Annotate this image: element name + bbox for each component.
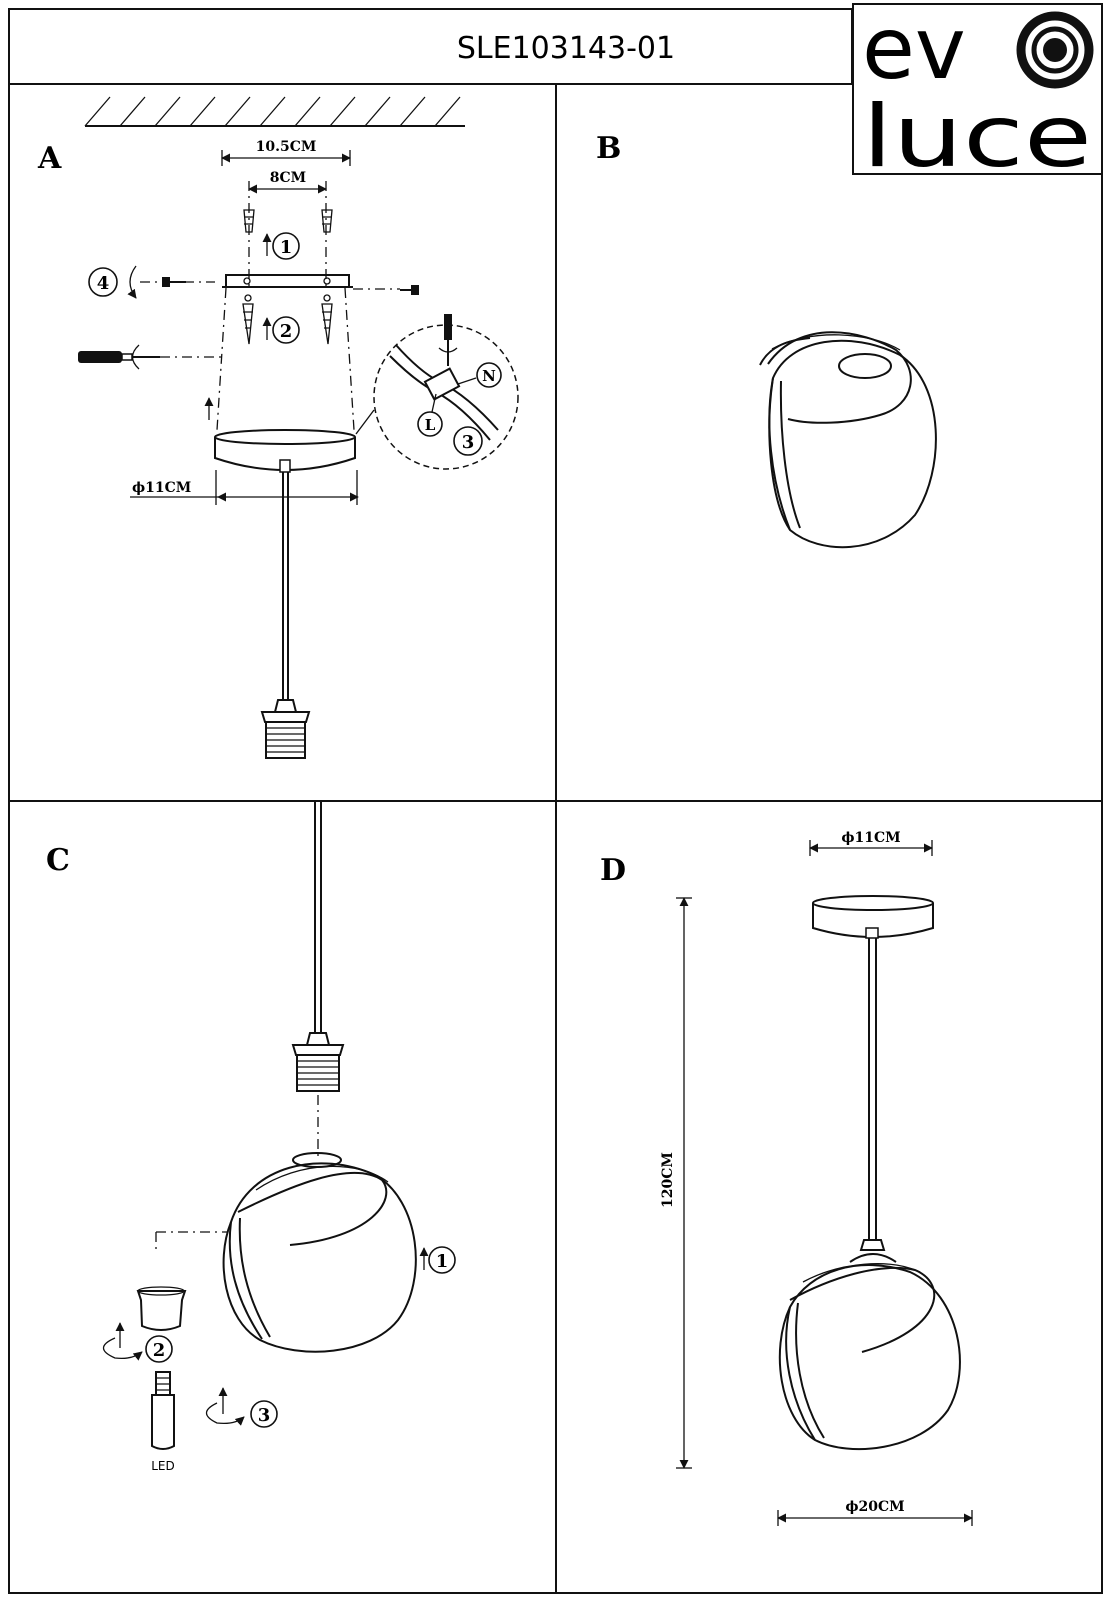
svg-text:1: 1 (436, 1251, 449, 1272)
step-4-marker: 4 (88, 267, 118, 297)
rotate-arrow-c3-icon (205, 1402, 245, 1426)
step-1-marker: 1 (272, 232, 300, 260)
shade-diameter-label: ϕ20CM (845, 1499, 904, 1515)
panel-label-c: C (46, 843, 70, 878)
side-screw-icon (162, 277, 186, 287)
globe-shade-b (759, 331, 937, 549)
panel-label-d: D (600, 853, 626, 888)
logo-text-luce: luce (862, 87, 1092, 187)
dimension-canopy-top (809, 840, 933, 856)
logo-ring-icon (1016, 11, 1094, 89)
svg-text:2: 2 (280, 321, 293, 342)
led-bulb-icon (151, 1371, 175, 1450)
bracket-width-label: 10.5CM (256, 139, 317, 155)
live-wire-marker: L (417, 393, 443, 437)
logo-text-ev: ev (862, 0, 966, 99)
model-code: SLE103143-01 (457, 31, 675, 66)
step-c1-marker: 1 (428, 1246, 456, 1274)
screwdriver-icon (78, 351, 160, 363)
panel-label-b: B (596, 131, 621, 166)
globe-shade-c (222, 1152, 417, 1353)
ceiling-hatch (84, 96, 465, 127)
step-c3-marker: 3 (250, 1400, 278, 1428)
canopy-d (812, 895, 934, 939)
led-label: LED (151, 1459, 175, 1473)
step-3-marker: 3 (453, 426, 483, 456)
svg-text:L: L (425, 416, 436, 434)
pendant-cord (282, 472, 289, 700)
rotate-arrow-c2-icon (102, 1337, 143, 1361)
pendant-cord-d (868, 938, 877, 1240)
globe-shade-d (778, 1239, 961, 1451)
canopy (214, 429, 356, 473)
mounting-bracket (222, 274, 353, 288)
evoluce-logo: ev luce (852, 0, 1103, 187)
rotate-arrow-icon (127, 265, 137, 299)
side-screw-right-icon (400, 285, 419, 295)
step-c2-marker: 2 (145, 1335, 173, 1363)
dimension-bracket-width (221, 150, 351, 166)
neutral-wire-marker: N (457, 362, 502, 388)
svg-text:2: 2 (153, 1340, 166, 1361)
lamp-ring (136, 1286, 187, 1331)
svg-text:3: 3 (258, 1405, 271, 1426)
dimension-shade-diameter (777, 1510, 973, 1526)
sheet-frame (8, 8, 1103, 1594)
pendant-cord-c (314, 802, 322, 1033)
canopy-top-diameter-label: ϕ11CM (841, 830, 900, 846)
wall-plug-icon (243, 209, 333, 233)
canopy-diameter-label: ϕ11CM (132, 480, 191, 496)
rotate-arrow-screwdriver-icon (131, 344, 140, 370)
screw-icon (242, 294, 333, 345)
svg-text:3: 3 (462, 432, 475, 453)
step-2-marker: 2 (272, 316, 300, 344)
height-label: 120CM (660, 1152, 676, 1208)
svg-text:1: 1 (280, 237, 293, 258)
panel-label-a: A (37, 141, 62, 176)
lamp-socket-c (291, 1032, 345, 1092)
terminal-block-icon (423, 367, 461, 401)
svg-text:4: 4 (97, 273, 110, 294)
wiring-detail (355, 314, 519, 470)
svg-text:N: N (482, 367, 496, 385)
dimension-height (676, 897, 692, 1469)
lamp-socket (260, 699, 311, 759)
dimension-hole-spacing (248, 181, 327, 290)
hole-spacing-label: 8CM (270, 170, 306, 186)
